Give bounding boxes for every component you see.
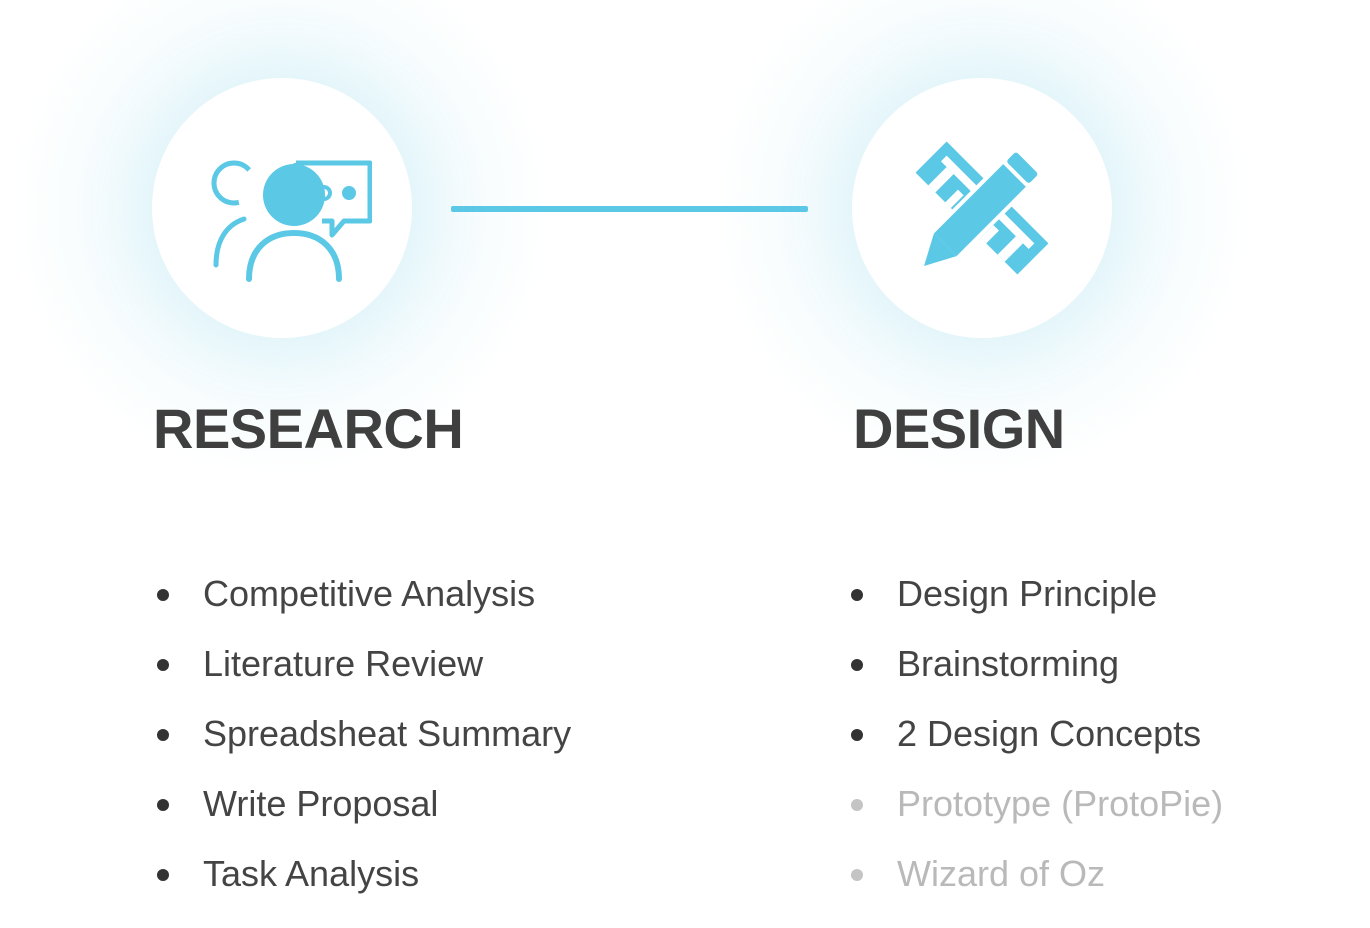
design-title: DESIGN <box>853 397 1065 460</box>
list-item: Brainstorming <box>848 643 1223 713</box>
bullet-icon <box>851 729 863 741</box>
pencil-ruler-icon <box>915 141 1049 275</box>
list-item: Design Principle <box>848 573 1223 643</box>
list-item-label: Literature Review <box>203 643 484 684</box>
design-task-list: Design Principle Brainstorming 2 Design … <box>848 573 1223 923</box>
list-item-label: Design Principle <box>897 573 1158 614</box>
bullet-icon <box>157 589 169 601</box>
list-item: 2 Design Concepts <box>848 713 1223 783</box>
list-item: Task Analysis <box>154 853 571 923</box>
user-interview-icon <box>211 160 372 282</box>
list-item: Spreadsheat Summary <box>154 713 571 783</box>
research-circle <box>152 78 412 338</box>
list-item-label: Spreadsheat Summary <box>203 713 572 754</box>
list-item: Competitive Analysis <box>154 573 571 643</box>
bullet-icon <box>157 869 169 881</box>
list-item-label: 2 Design Concepts <box>897 713 1202 754</box>
list-item: Literature Review <box>154 643 571 713</box>
bullet-icon <box>157 659 169 671</box>
list-item-label: Task Analysis <box>203 853 420 894</box>
list-item-label: Wizard of Oz <box>897 853 1106 894</box>
bullet-icon <box>851 869 863 881</box>
bullet-icon <box>157 729 169 741</box>
connector-line <box>451 206 808 212</box>
list-item: Write Proposal <box>154 783 571 853</box>
research-task-list: Competitive Analysis Literature Review S… <box>154 573 571 923</box>
design-circle <box>852 78 1112 338</box>
list-item-pending: Wizard of Oz <box>848 853 1223 923</box>
bullet-icon <box>157 799 169 811</box>
list-item-label: Write Proposal <box>203 783 439 824</box>
list-item-label: Brainstorming <box>897 643 1120 684</box>
list-item-label: Competitive Analysis <box>203 573 536 614</box>
bullet-icon <box>851 659 863 671</box>
bullet-icon <box>851 589 863 601</box>
list-item-label: Prototype (ProtoPie) <box>897 783 1224 824</box>
bullet-icon <box>851 799 863 811</box>
research-title: RESEARCH <box>153 397 464 460</box>
list-item-pending: Prototype (ProtoPie) <box>848 783 1223 853</box>
